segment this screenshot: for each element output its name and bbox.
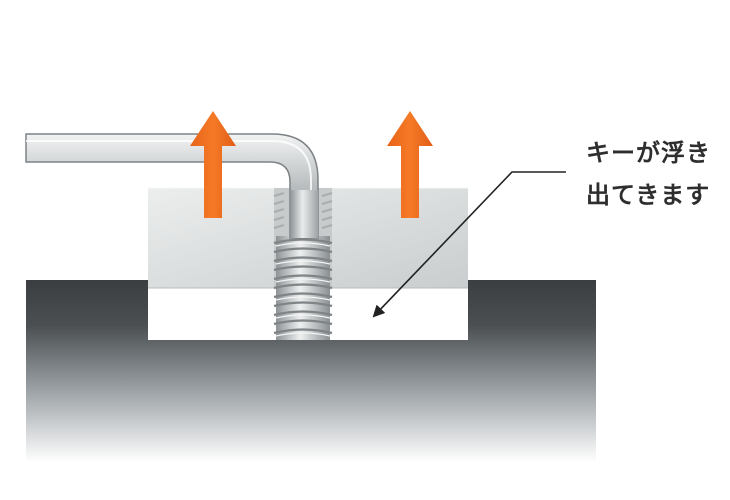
threaded-key-icon	[273, 236, 333, 340]
callout-pointer	[372, 171, 566, 318]
lift-arrow-left	[190, 111, 236, 218]
callout-line-2: 出てきます	[586, 181, 711, 209]
up-arrow-icon	[387, 111, 433, 218]
lift-arrow-right	[387, 111, 433, 218]
hex-key-icon	[25, 133, 319, 239]
bore-thread-lines	[273, 192, 333, 229]
callout-label: キーが浮き 出てきます	[586, 132, 726, 216]
callout-line-1: キーが浮き	[586, 139, 711, 167]
up-arrow-icon	[190, 111, 236, 218]
